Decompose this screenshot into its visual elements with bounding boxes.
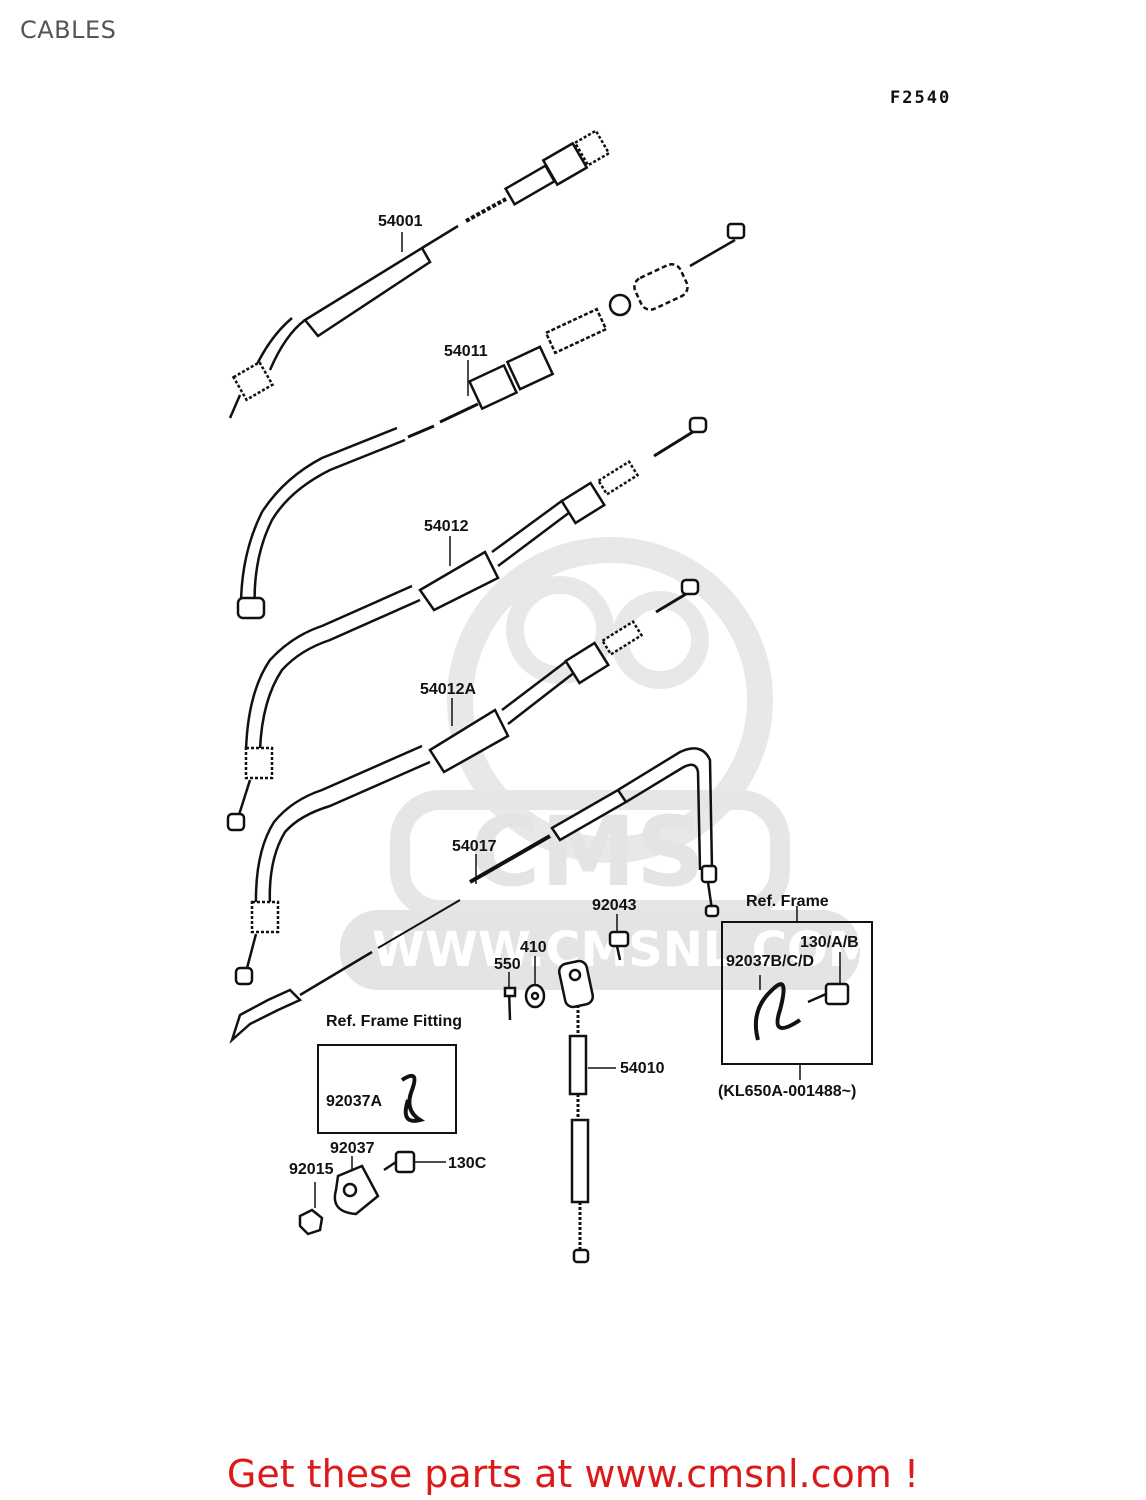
diagram-code: F2540 <box>890 88 952 108</box>
cable-54012 <box>226 416 708 832</box>
label-54012: 54012 <box>424 518 469 535</box>
cable-54012a <box>234 578 700 986</box>
bolt-92043-icon <box>608 930 630 961</box>
frame-box <box>721 906 873 1080</box>
cable-54011 <box>236 222 746 620</box>
cable-54017 <box>229 747 720 1044</box>
frame-fitting-box <box>317 1044 457 1134</box>
cable-54001 <box>228 129 611 419</box>
footer-link-text[interactable]: Get these parts at www.cmsnl.com ! <box>226 1452 920 1496</box>
label-410: 410 <box>520 939 547 956</box>
label-54017: 54017 <box>452 838 497 855</box>
nut-92015-icon <box>298 1182 324 1236</box>
label-92043: 92043 <box>592 897 637 914</box>
parts-diagram: CMS WWW.CMSNL.COM <box>226 129 873 1264</box>
label-130ab: 130/A/B <box>800 934 859 951</box>
box-title-frame: Ref. Frame <box>746 893 829 910</box>
label-130c: 130C <box>448 1155 487 1172</box>
bolt-130c-icon <box>351 1150 446 1174</box>
washer-410-icon <box>524 983 546 1009</box>
label-54010: 54010 <box>620 1060 665 1077</box>
box-title-frame-fitting: Ref. Frame Fitting <box>326 1013 462 1030</box>
label-92015: 92015 <box>289 1161 334 1178</box>
label-550: 550 <box>494 956 521 973</box>
label-54012a: 54012A <box>420 681 476 698</box>
serial-note: (KL650A-001488~) <box>718 1083 856 1100</box>
pin-550-icon <box>503 986 517 1021</box>
label-54011: 54011 <box>444 343 488 360</box>
label-92037bcd: 92037B/C/D <box>726 953 814 970</box>
leader-lines <box>401 232 618 1069</box>
cable-54010 <box>557 959 595 1264</box>
label-92037: 92037 <box>330 1140 375 1157</box>
page-title: CABLES <box>20 16 117 44</box>
label-54001: 54001 <box>378 213 423 230</box>
label-92037a: 92037A <box>326 1093 382 1110</box>
clamp-92037-icon <box>333 1164 380 1216</box>
